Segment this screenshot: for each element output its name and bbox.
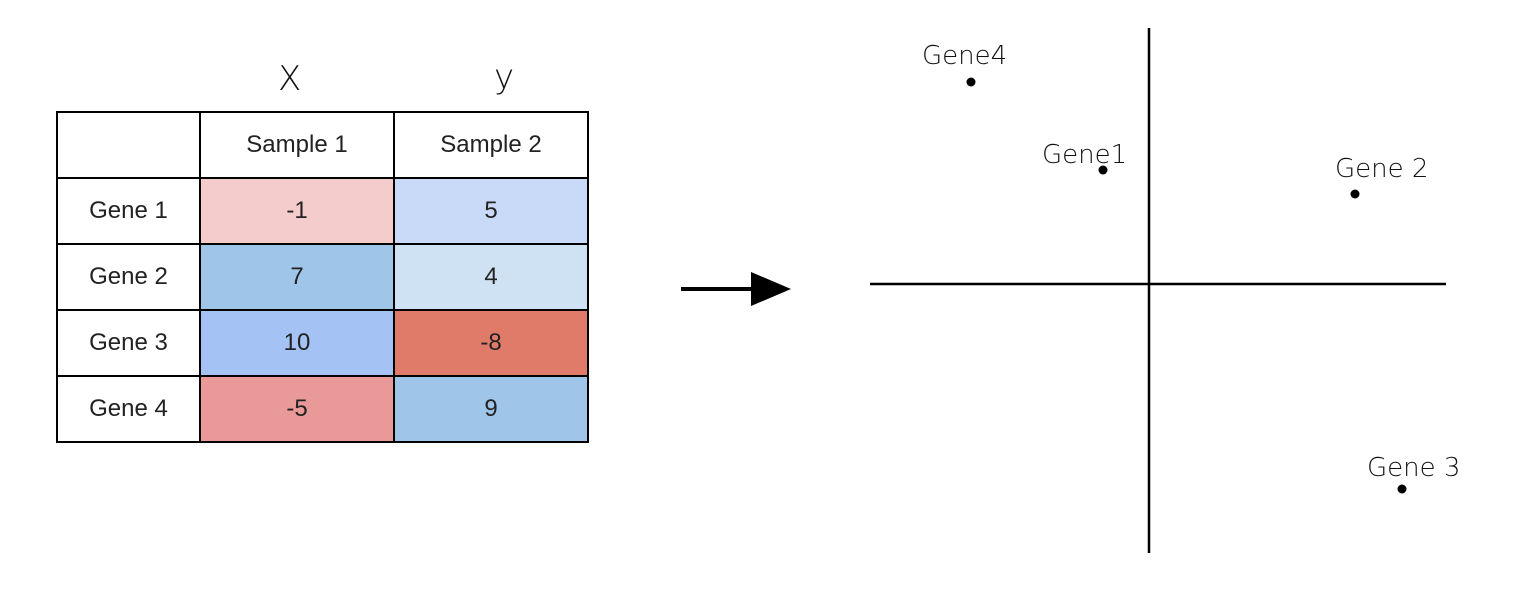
row-header-gene-1: Gene 1 bbox=[56, 177, 201, 245]
arrow-shaft bbox=[681, 287, 761, 291]
cell-gene-3-sample-2: -8 bbox=[393, 309, 589, 377]
cell-gene-2-sample-1: 7 bbox=[199, 243, 395, 311]
cell-gene-1-sample-2: 5 bbox=[393, 177, 589, 245]
arrow-right-icon bbox=[751, 272, 791, 306]
row-header-gene-4: Gene 4 bbox=[56, 375, 201, 443]
plot-point: Gene 3 bbox=[1367, 453, 1460, 494]
cell-gene-4-sample-2: 9 bbox=[393, 375, 589, 443]
point-label: Gene 2 bbox=[1335, 154, 1428, 184]
point-marker bbox=[1098, 165, 1108, 175]
x-axis-column-label: X bbox=[278, 59, 302, 99]
plot-point: Gene1 bbox=[1042, 140, 1127, 175]
points-layer: Gene1 Gene 2 Gene 3 Gene4 bbox=[922, 41, 1460, 494]
point-marker bbox=[1397, 484, 1407, 494]
gene-expression-table: Sample 1 Sample 2 Gene 1 -1 5 Gene 2 7 4… bbox=[56, 111, 589, 443]
table-header-row: Sample 1 Sample 2 bbox=[56, 111, 589, 179]
plot-point: Gene 2 bbox=[1335, 154, 1428, 199]
table-row: Gene 4 -5 9 bbox=[56, 375, 589, 443]
point-marker bbox=[1350, 189, 1360, 199]
point-marker bbox=[966, 77, 976, 87]
cell-gene-2-sample-2: 4 bbox=[393, 243, 589, 311]
cell-gene-4-sample-1: -5 bbox=[199, 375, 395, 443]
row-header-gene-3: Gene 3 bbox=[56, 309, 201, 377]
cell-gene-3-sample-1: 10 bbox=[199, 309, 395, 377]
table-row: Gene 1 -1 5 bbox=[56, 177, 589, 245]
table-row: Gene 2 7 4 bbox=[56, 243, 589, 311]
row-header-gene-2: Gene 2 bbox=[56, 243, 201, 311]
point-label: Gene4 bbox=[922, 41, 1007, 71]
y-axis-column-label: y bbox=[494, 57, 515, 97]
table-row: Gene 3 10 -8 bbox=[56, 309, 589, 377]
point-label: Gene 3 bbox=[1367, 453, 1460, 483]
column-header-sample-1: Sample 1 bbox=[199, 111, 395, 179]
column-header-sample-2: Sample 2 bbox=[393, 111, 589, 179]
plot-point: Gene4 bbox=[922, 41, 1007, 87]
point-label: Gene1 bbox=[1042, 140, 1127, 170]
cell-gene-1-sample-1: -1 bbox=[199, 177, 395, 245]
table-corner-cell bbox=[56, 111, 201, 179]
